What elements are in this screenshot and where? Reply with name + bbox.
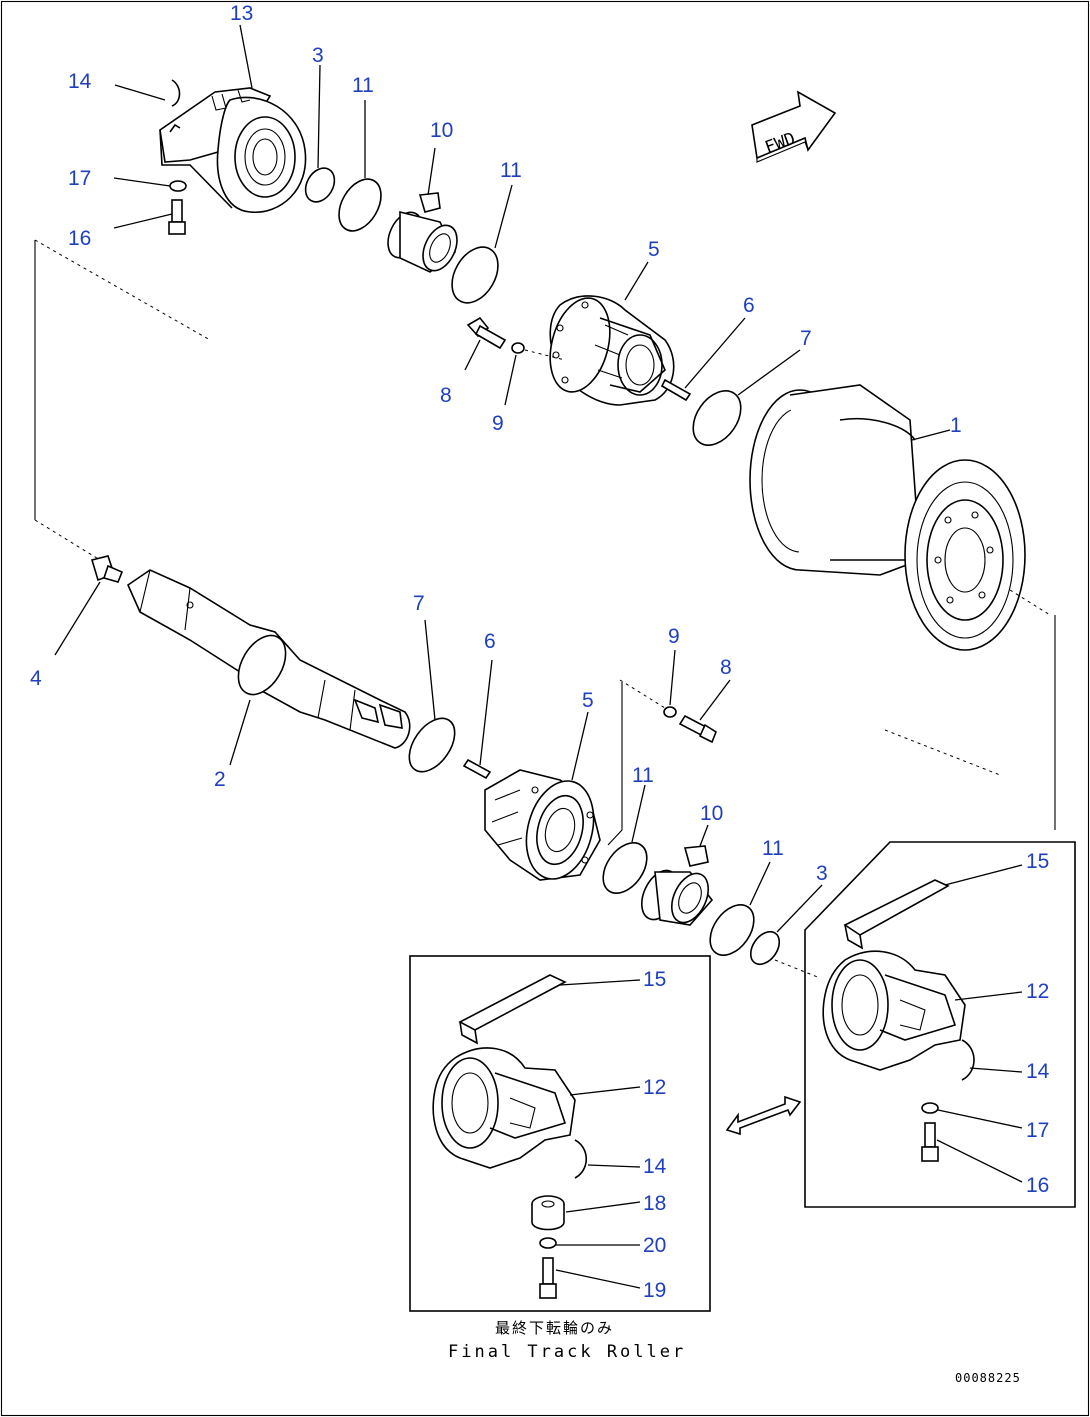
alignment-line-right — [884, 729, 1001, 776]
part-4-plug — [90, 555, 124, 583]
part-6-pin-bottom — [462, 758, 492, 780]
callout-19: 19 — [643, 1279, 666, 1302]
callout-15: 15 — [1026, 850, 1049, 873]
alignment-line-left — [34, 519, 101, 561]
part-1-roller — [749, 384, 1026, 651]
callout-11: 11 — [762, 837, 784, 860]
callout-17: 17 — [1026, 1119, 1049, 1142]
alignment-line-top — [34, 239, 211, 341]
callout-9: 9 — [492, 412, 504, 435]
callout-2: 2 — [214, 768, 226, 791]
part-13-collar — [159, 87, 307, 213]
part-8-bolt-bottom — [678, 714, 717, 744]
callout-10: 10 — [430, 119, 453, 142]
part-20-washer — [539, 1237, 557, 1249]
callout-10: 10 — [700, 802, 723, 825]
callout-16: 16 — [68, 227, 91, 250]
callout-15: 15 — [643, 968, 666, 991]
part-14-ring-top — [171, 79, 181, 107]
part-12-collar-left — [432, 1047, 576, 1169]
part-7-ring-top — [692, 390, 742, 446]
part-3-ring-bottom — [749, 930, 781, 966]
callout-12: 12 — [1026, 980, 1049, 1003]
callout-5: 5 — [648, 238, 660, 261]
callout-9: 9 — [668, 625, 680, 648]
leader-lines — [54, 24, 1023, 1289]
callout-7: 7 — [800, 327, 812, 350]
callout-6: 6 — [743, 294, 755, 317]
callout-3: 3 — [816, 862, 828, 885]
alignment-line-roller — [1009, 589, 1051, 616]
callout-17: 17 — [68, 167, 91, 190]
callout-18: 18 — [643, 1192, 666, 1215]
callout-20: 20 — [643, 1234, 666, 1257]
callout-7: 7 — [413, 592, 425, 615]
callout-12: 12 — [643, 1076, 666, 1099]
callout-16: 16 — [1026, 1174, 1049, 1197]
part-3-ring-top — [304, 167, 336, 203]
alignment-line-bolt-bottom — [619, 679, 666, 709]
part-11-ring-bottom-a — [602, 842, 648, 894]
part-12-collar-right — [822, 950, 966, 1071]
part-16-bolt-right — [921, 1122, 939, 1162]
callout-11: 11 — [352, 74, 374, 97]
callout-11: 11 — [500, 159, 522, 182]
caption-final-track-roller: Final Track Roller — [448, 1342, 686, 1362]
interchange-double-arrow — [725, 1095, 802, 1136]
part-5-housing-bottom — [484, 769, 601, 881]
part-11-ring-top-b — [451, 246, 499, 304]
part-17-washer-right — [921, 1102, 939, 1114]
assembly-line-center — [607, 682, 623, 846]
alignment-line-collar — [774, 959, 821, 979]
callout-11: 11 — [632, 764, 654, 787]
callout-labels: 13 14 3 11 10 17 11 16 5 6 7 8 9 1 4 7 6… — [30, 2, 1050, 1302]
part-15-plate-right — [843, 879, 950, 950]
inset-box-right — [804, 841, 1076, 1208]
callout-13: 13 — [230, 2, 253, 25]
callout-3: 3 — [312, 44, 324, 67]
part-15-plate-left — [458, 974, 567, 1045]
part-14-ring-left — [574, 1139, 588, 1179]
callout-14: 14 — [643, 1155, 667, 1178]
part-14-ring-right — [961, 1039, 975, 1081]
caption-japanese: 最終下転輪のみ — [495, 1319, 614, 1337]
part-11-ring-top-a — [338, 178, 382, 232]
part-10-seal-bottom — [641, 845, 714, 926]
callout-8: 8 — [440, 384, 452, 407]
part-16-bolt-top — [168, 199, 186, 235]
part-9-washer-bottom — [663, 706, 677, 718]
part-19-bolt — [539, 1257, 557, 1299]
inset-box-final-track-roller — [409, 955, 711, 1312]
part-9-washer-top — [511, 342, 525, 354]
part-10-seal-top — [387, 192, 458, 273]
callout-1: 1 — [950, 414, 962, 437]
part-6-pin-top — [660, 378, 692, 402]
part-11-ring-bottom-b — [709, 904, 755, 956]
part-17-washer-top — [169, 180, 187, 192]
callout-6: 6 — [484, 630, 496, 653]
drawing-id: 00088225 — [955, 1371, 1021, 1385]
part-8-bolt-top — [466, 316, 507, 350]
part-5-housing-top — [549, 295, 675, 406]
part-18-spacer — [531, 1195, 565, 1231]
part-7-ring-bottom — [408, 717, 456, 773]
callout-4: 4 — [30, 667, 42, 690]
callout-8: 8 — [720, 656, 732, 679]
callout-14: 14 — [68, 70, 92, 93]
fwd-arrow: FWD — [751, 90, 837, 163]
callout-14: 14 — [1026, 1060, 1050, 1083]
callout-5: 5 — [582, 689, 594, 712]
part-2-shaft — [126, 569, 411, 749]
